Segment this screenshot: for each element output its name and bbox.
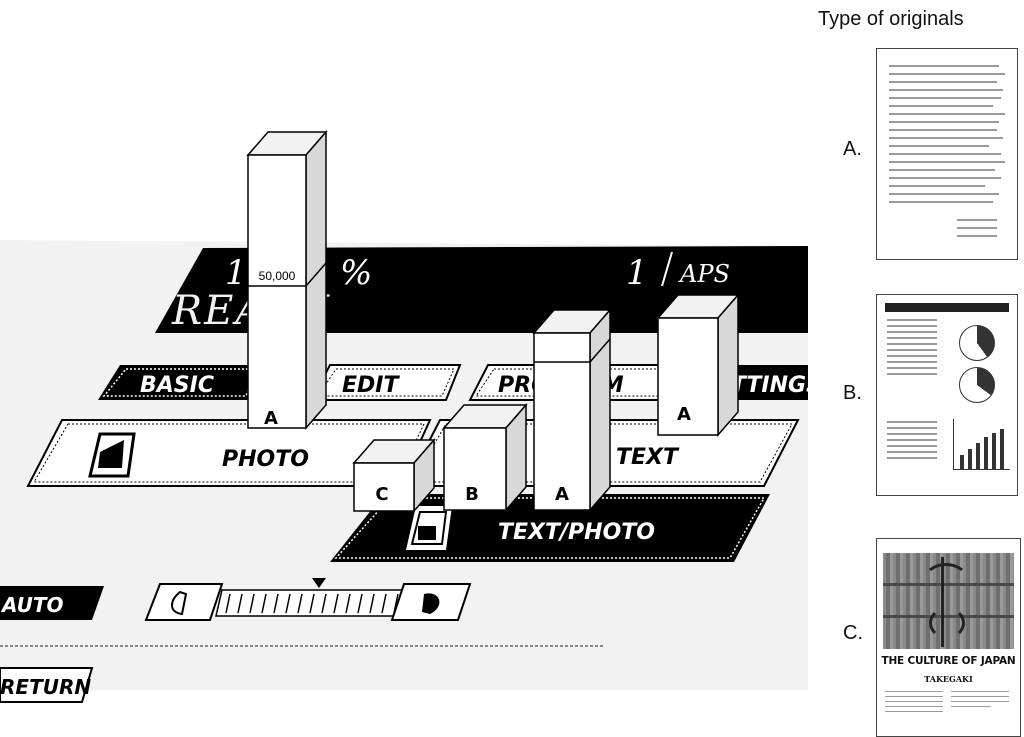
bar-text-b-letter: B	[465, 484, 479, 505]
auto-exposure-button[interactable]: AUTO	[0, 586, 104, 620]
copies-count: 1	[626, 253, 648, 293]
tab-basic[interactable]: BASIC	[98, 365, 262, 400]
tab-basic-label: BASIC	[140, 373, 214, 398]
text-photo-mode-label: TEXT/PHOTO	[498, 520, 655, 545]
tab-edit-label: EDIT	[342, 373, 400, 398]
status-ratio: 1	[225, 253, 247, 293]
bar-text-a-tall: A	[534, 310, 610, 510]
bar-photo-a: 50,000 A	[248, 132, 326, 429]
darker-button[interactable]	[392, 584, 470, 620]
original-a-letter: A.	[843, 138, 862, 161]
bar-photo-c-letter: C	[375, 484, 388, 505]
paper-mode: APS	[678, 260, 730, 288]
bar-text-a-short: A	[658, 295, 738, 435]
photo-doc-title: THE CULTURE OF JAPAN	[877, 655, 1020, 667]
original-a-thumbnail	[876, 48, 1018, 260]
tab-edit[interactable]: EDIT	[312, 365, 460, 400]
auto-exposure-label: AUTO	[0, 593, 63, 617]
bar-text-a-tall-letter: A	[555, 484, 569, 505]
bar-photo-a-letter: A	[264, 408, 278, 429]
photo-mode-label: PHOTO	[222, 447, 309, 472]
bar-photo-c: C	[354, 440, 434, 511]
original-c-thumbnail: THE CULTURE OF JAPAN TAKEGAKI	[876, 538, 1021, 737]
original-b-letter: B.	[843, 382, 862, 405]
bar-photo-a-value: 50,000	[259, 269, 296, 283]
lighter-button[interactable]	[146, 584, 222, 620]
text-mode-label: TEXT	[616, 445, 680, 470]
status-ratio-unit: %	[340, 253, 372, 293]
original-c-letter: C.	[843, 622, 863, 645]
photo-doc-subtitle: TAKEGAKI	[877, 674, 1020, 684]
originals-title: Type of originals	[818, 8, 964, 31]
return-button[interactable]: RETURN	[0, 668, 92, 702]
return-label: RETURN	[0, 675, 91, 699]
bar-text-a-short-letter: A	[677, 404, 691, 425]
original-b-thumbnail	[876, 294, 1018, 496]
bar-text-b: B	[444, 405, 526, 510]
photo-image	[883, 553, 1014, 649]
